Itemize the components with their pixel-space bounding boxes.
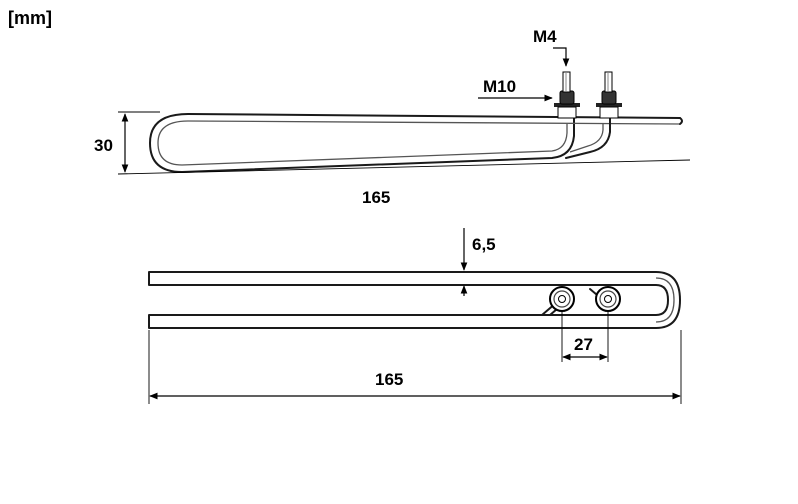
spacing-label: 27 — [574, 335, 593, 354]
top-view-terminal-2 — [595, 286, 621, 312]
side-view-terminal-2 — [596, 71, 622, 119]
side-view-tube-second-bend-inner — [569, 124, 604, 153]
top-view-tube-inner — [655, 277, 675, 323]
offset-label: 6,5 — [472, 235, 496, 254]
side-view-tube-outer — [149, 113, 681, 173]
top-view-terminal-1 — [549, 286, 575, 312]
side-view-length-label: 165 — [362, 188, 390, 207]
height-extension-bottom — [117, 159, 691, 175]
side-view-tube-end — [679, 117, 683, 125]
side-view: M4 M10 30 165 — [94, 27, 691, 207]
m4-arrow — [553, 47, 570, 67]
side-view-tube-inner — [157, 120, 681, 166]
top-view-length-label: 165 — [375, 370, 403, 389]
m10-label: M10 — [483, 77, 516, 96]
side-view-tube-second-bend — [565, 117, 611, 159]
m4-label: M4 — [533, 27, 557, 46]
units-label: [mm] — [8, 8, 52, 28]
height-label: 30 — [94, 136, 113, 155]
side-view-terminal-1 — [554, 71, 580, 119]
top-view: 6,5 27 165 — [148, 228, 682, 404]
top-view-tube-outer — [148, 271, 681, 329]
